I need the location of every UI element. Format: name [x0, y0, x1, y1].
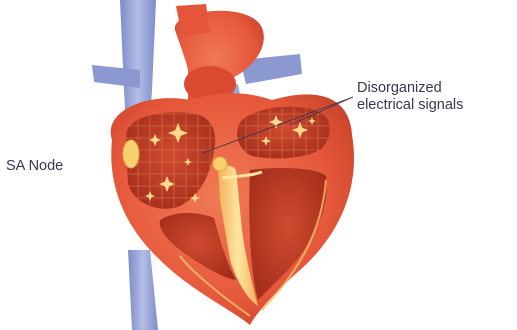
- disorganized-signals-label-line1: Disorganized: [357, 80, 463, 97]
- disorganized-signals-label-line2: electrical signals: [357, 97, 463, 114]
- sa-node: [123, 140, 139, 168]
- left-atrium: [237, 107, 330, 159]
- sa-node-label: SA Node: [6, 158, 63, 175]
- disorganized-signals-label: Disorganized electrical signals: [357, 80, 463, 114]
